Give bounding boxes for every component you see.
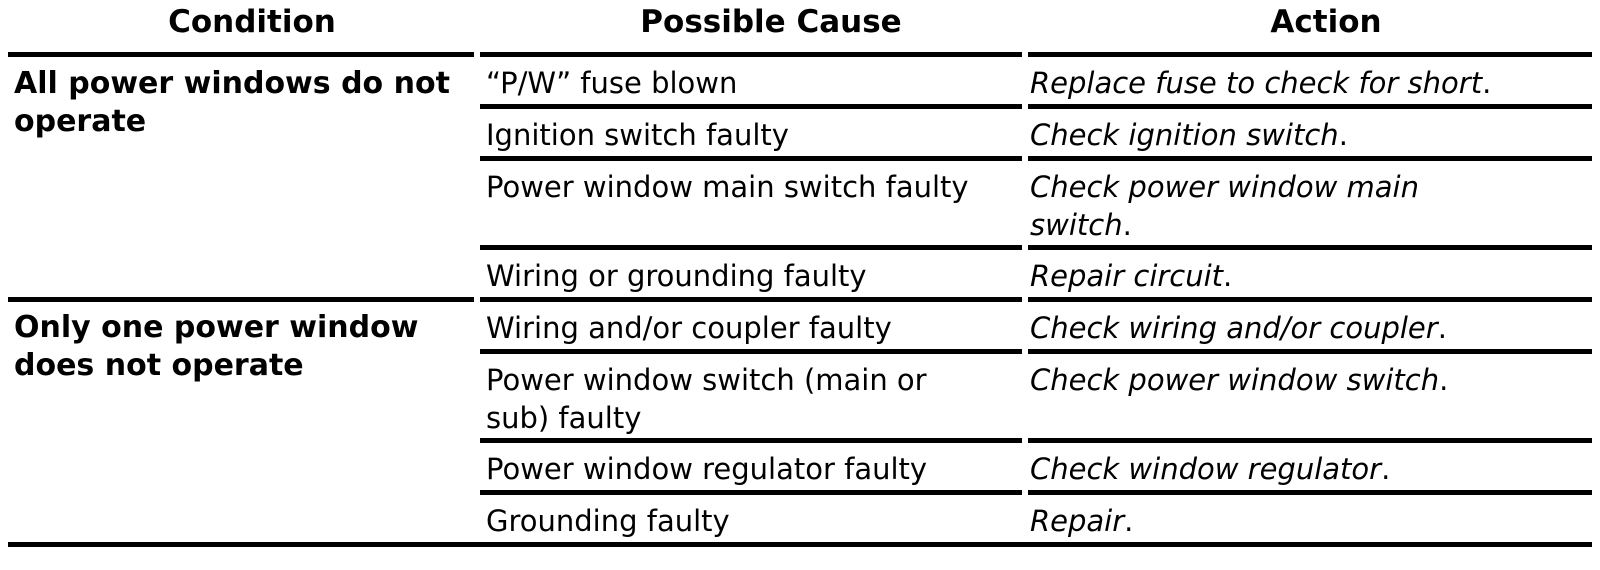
action-text: Check power window switch <box>1030 363 1440 397</box>
action-cell: Check wiring and/or coupler. <box>1030 309 1560 347</box>
group-rule-cause <box>480 297 1022 302</box>
condition-all-windows: All power windows do not operate <box>14 66 450 139</box>
row-rule <box>480 490 1022 495</box>
action-period: . <box>1223 259 1233 293</box>
action-period: . <box>1482 66 1492 100</box>
action-cell: Replace fuse to check for short. <box>1030 64 1560 102</box>
cause-cell: Wiring and/or coupler faulty <box>486 311 892 345</box>
table-row: Wiring or grounding faulty Repair circui… <box>8 250 1592 297</box>
header-rule-cause <box>480 52 1022 57</box>
row-rule <box>1028 490 1592 495</box>
condition-one-window: Only one power window does not operate <box>14 310 419 383</box>
cause-cell: Grounding faulty <box>486 504 730 538</box>
table-row: Grounding faulty Repair. <box>8 495 1592 542</box>
action-cell: Repair. <box>1030 502 1560 540</box>
row-rule <box>1028 104 1592 109</box>
row-rule <box>480 349 1022 354</box>
table-header: Condition Possible Cause Action <box>8 0 1592 52</box>
row-rule <box>1028 438 1592 443</box>
row-rule <box>480 156 1022 161</box>
action-cell: Check ignition switch. <box>1030 116 1560 154</box>
action-text: Repair circuit <box>1030 259 1224 293</box>
action-text: Replace fuse to check for short <box>1030 66 1483 100</box>
action-period: . <box>1437 311 1447 345</box>
table-row: “P/W” fuse blown Replace fuse to check f… <box>8 57 1592 104</box>
row-rule <box>1028 245 1592 250</box>
row-rule <box>480 104 1022 109</box>
action-text: Check window regulator <box>1030 452 1382 486</box>
action-period: . <box>1439 363 1449 397</box>
action-period: . <box>1338 118 1348 152</box>
action-text: Check ignition switch <box>1030 118 1339 152</box>
table-row: Wiring and/or coupler faulty Check wirin… <box>8 302 1592 349</box>
action-period: . <box>1381 452 1391 486</box>
cause-cell: Power window regulator faulty <box>486 452 928 486</box>
cause-cell: Ignition switch faulty <box>486 118 789 152</box>
action-cell: Repair circuit. <box>1030 257 1560 295</box>
action-cell: Check power window main switch. <box>1030 168 1470 244</box>
row-rule <box>1028 156 1592 161</box>
header-action: Action <box>1270 4 1382 40</box>
action-cell: Check window regulator. <box>1030 450 1560 488</box>
cause-cell: Power window switch (main or sub) faulty <box>486 363 927 435</box>
row-rule <box>480 438 1022 443</box>
header-rule-condition <box>8 52 474 57</box>
action-period: . <box>1122 208 1132 242</box>
table-bottom-rule <box>8 542 1592 547</box>
header-rule-action <box>1028 52 1592 57</box>
table-row: Power window main switch faulty Check po… <box>8 161 1592 245</box>
table-row: Ignition switch faulty Check ignition sw… <box>8 109 1592 156</box>
action-text: Check power window main switch <box>1030 170 1419 242</box>
group-rule-action <box>1028 297 1592 302</box>
row-rule <box>480 245 1022 250</box>
table-row: Power window switch (main or sub) faulty… <box>8 354 1592 438</box>
action-period: . <box>1124 504 1134 538</box>
cause-cell: Power window main switch faulty <box>486 170 969 204</box>
table-row: Power window regulator faulty Check wind… <box>8 443 1592 490</box>
group-rule-condition <box>8 297 474 302</box>
cause-cell: Wiring or grounding faulty <box>486 259 867 293</box>
cause-cell: “P/W” fuse blown <box>486 66 738 100</box>
action-text: Check wiring and/or coupler <box>1030 311 1438 345</box>
action-cell: Check power window switch. <box>1030 361 1560 399</box>
action-text: Repair <box>1030 504 1125 538</box>
header-possible-cause: Possible Cause <box>640 4 902 40</box>
row-rule <box>1028 349 1592 354</box>
header-condition: Condition <box>168 4 336 40</box>
